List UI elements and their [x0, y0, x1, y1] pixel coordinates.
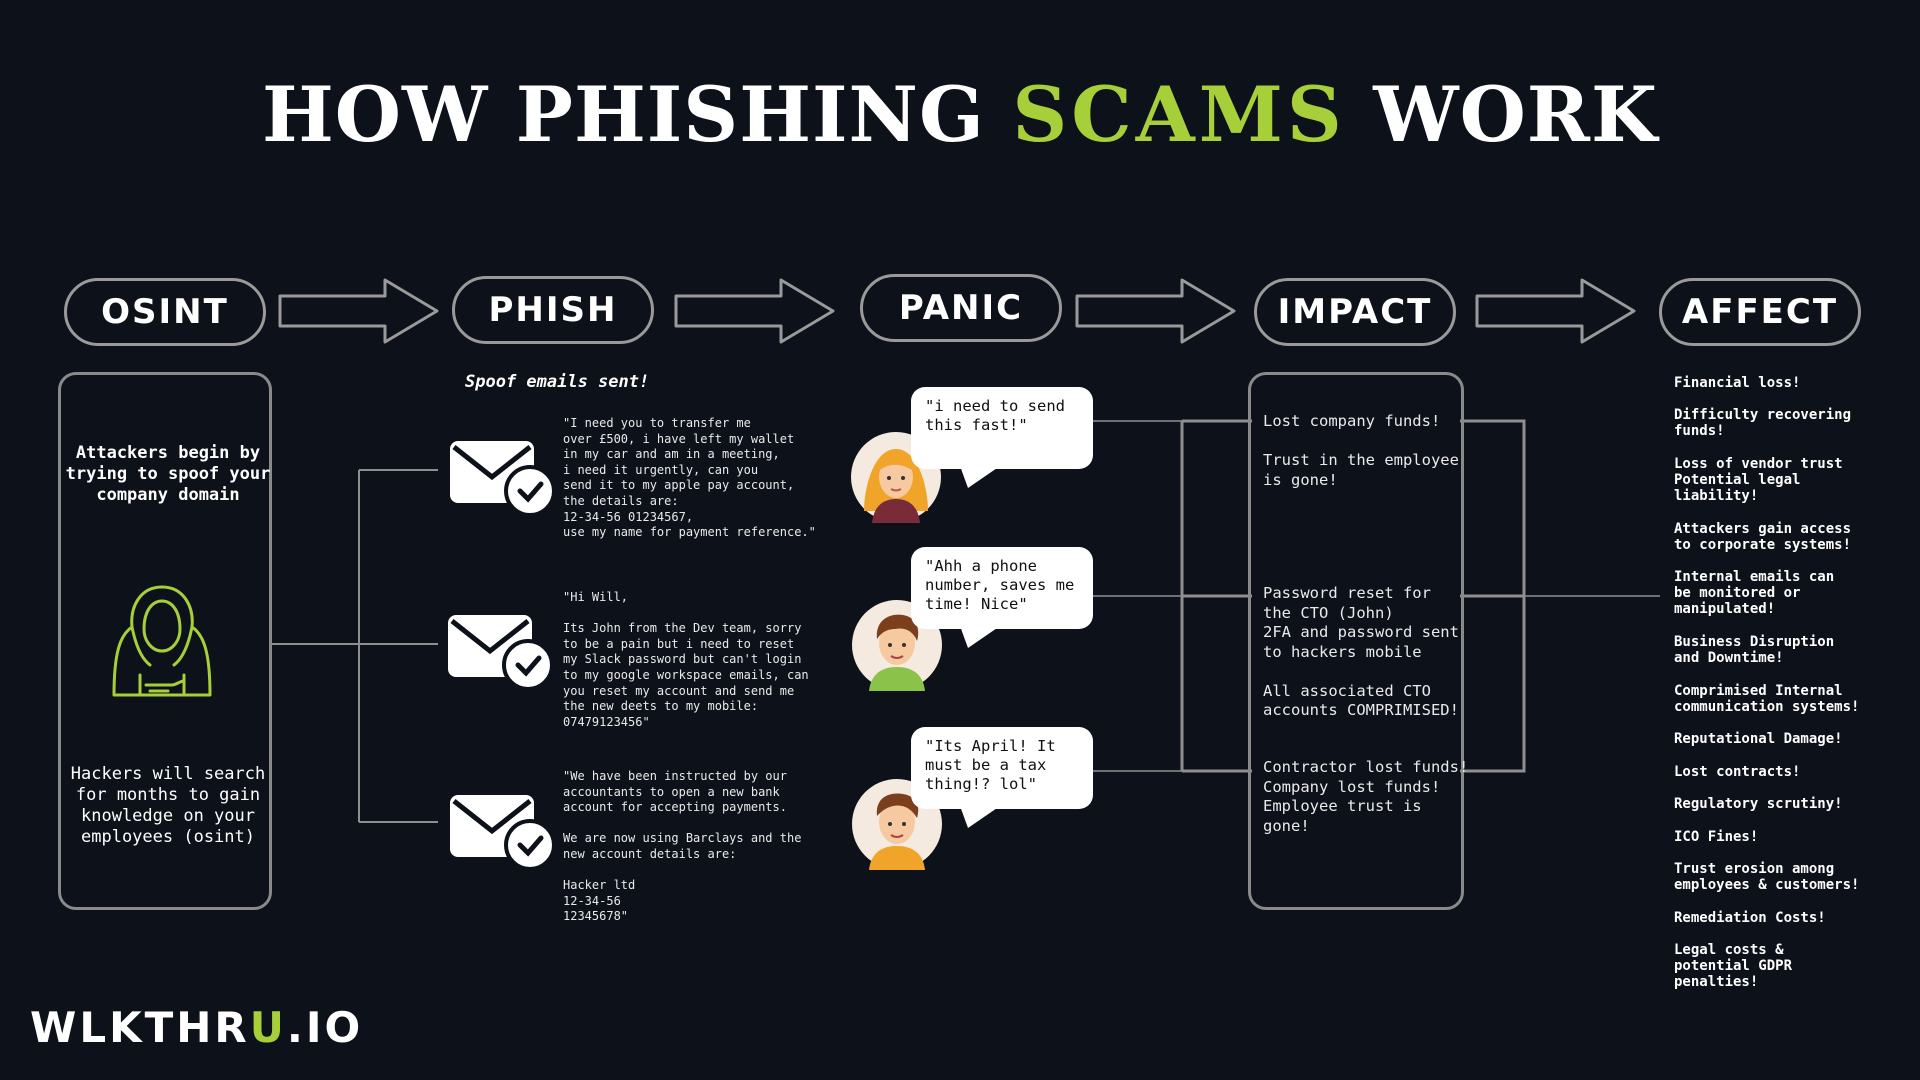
title-part2: WORK	[1373, 70, 1659, 159]
osint-top-text: Attackers begin by trying to spoof your …	[65, 443, 271, 505]
impact-text-1: Lost company funds! Trust in the employe…	[1263, 412, 1459, 489]
arrow-4-icon	[1475, 278, 1636, 344]
bubble-tail-icon	[960, 466, 1000, 488]
affect-item: Financial loss!	[1674, 375, 1801, 391]
impact-box	[1248, 372, 1464, 910]
affect-item: Difficulty recovering funds!	[1674, 407, 1852, 439]
affect-item: Trust erosion among employees & customer…	[1674, 861, 1860, 893]
phish-heading: Spoof emails sent!	[465, 372, 650, 392]
stage-phish: PHISH	[452, 276, 654, 344]
brand-highlight: U	[249, 1003, 287, 1052]
impact-left-bracket	[1180, 419, 1252, 773]
bubble-tail-icon	[960, 806, 1000, 828]
affect-item: Attackers gain access to corporate syste…	[1674, 521, 1852, 553]
stage-impact: IMPACT	[1254, 278, 1456, 346]
brand-logo: WLKTHRU.IO	[30, 1003, 363, 1052]
affect-item: Legal costs & potential GDPR penalties!	[1674, 942, 1793, 990]
impact-text-2: Password reset for the CTO (John) 2FA an…	[1263, 584, 1459, 719]
hooded-hacker-icon	[112, 585, 212, 697]
affect-item: Comprimised Internal communication syste…	[1674, 683, 1860, 715]
stage-affect: AFFECT	[1659, 278, 1861, 346]
brand-part1: WLKTHR	[30, 1003, 250, 1052]
bubble-tail-icon	[960, 626, 1000, 648]
osint-bottom-text: Hackers will search for months to gain k…	[70, 764, 266, 847]
affect-item: Reputational Damage!	[1674, 731, 1843, 747]
affect-item: Regulatory scrutiny!	[1674, 796, 1843, 812]
affect-item: Loss of vendor trust Potential legal lia…	[1674, 456, 1843, 504]
email-text-1: "I need you to transfer me over £500, i …	[563, 416, 816, 540]
arrow-2-icon	[674, 278, 835, 344]
brand-part2: .IO	[286, 1003, 364, 1052]
osint-branch-lines	[270, 469, 438, 823]
email-text-2: "Hi Will, Its John from the Dev team, so…	[563, 590, 809, 729]
email-text-3: "We have been instructed by our accounta…	[563, 769, 802, 924]
title-highlight: SCAMS	[1012, 70, 1346, 159]
arrow-1-icon	[278, 278, 439, 344]
impact-text-3: Contractor lost funds! Company lost fund…	[1263, 758, 1469, 835]
affect-item: Remediation Costs!	[1674, 910, 1826, 926]
speech-bubble-2: "Ahh a phone number, saves me time! Nice…	[911, 547, 1093, 629]
avatar-woman	[851, 432, 941, 523]
speech-bubble-3: "Its April! It must be a tax thing!? lol…	[911, 727, 1093, 809]
affect-item: Internal emails can be monitored or mani…	[1674, 569, 1835, 617]
email-sent-icon	[448, 615, 552, 691]
email-sent-icon	[450, 795, 554, 871]
osint-box	[58, 372, 272, 910]
email-sent-icon	[450, 441, 554, 517]
affect-item: Lost contracts!	[1674, 764, 1801, 780]
affect-item: ICO Fines!	[1674, 829, 1759, 845]
arrow-3-icon	[1075, 278, 1236, 344]
title-part1: HOW PHISHING	[261, 70, 985, 159]
stage-osint: OSINT	[64, 278, 266, 346]
page-title: HOW PHISHING SCAMS WORK	[0, 70, 1920, 159]
affect-item: Business Disruption and Downtime!	[1674, 634, 1835, 666]
bubble-connector-lines	[1093, 420, 1182, 772]
stage-panic: PANIC	[860, 274, 1062, 342]
speech-bubble-1: "i need to send this fast!"	[911, 387, 1093, 469]
